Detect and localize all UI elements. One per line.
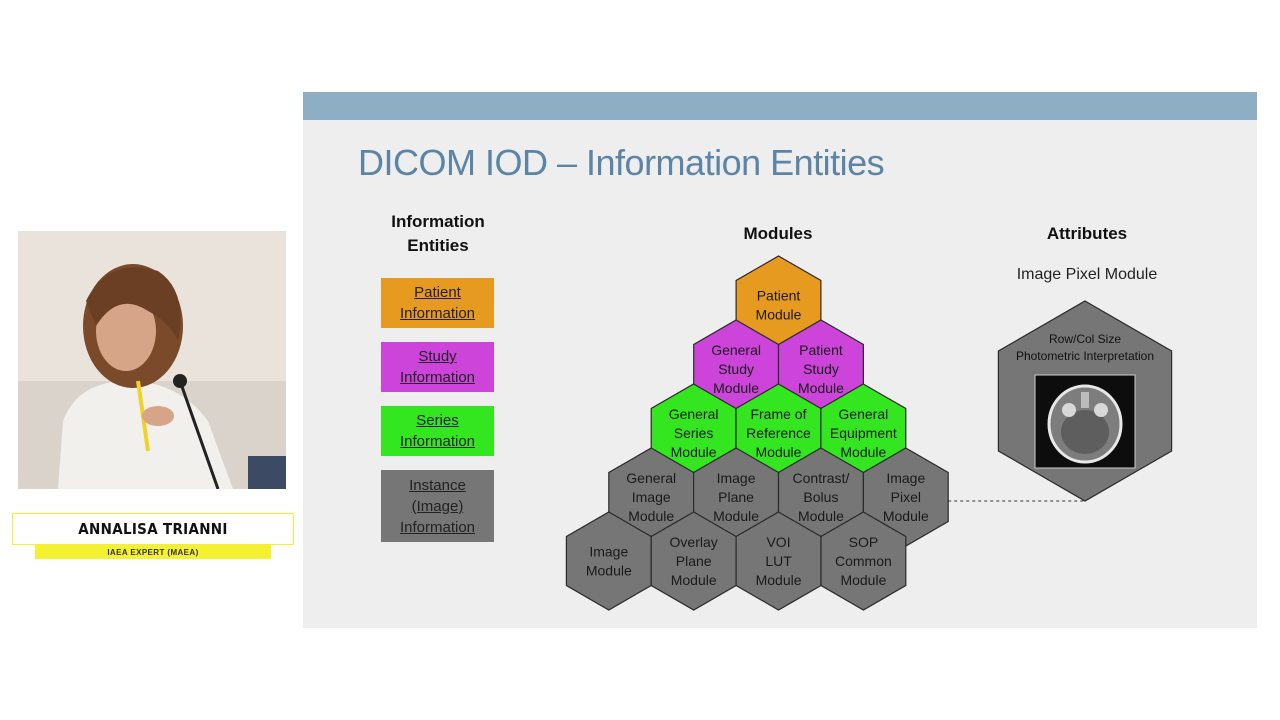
module-label: Patient [799,342,843,358]
slide-title: DICOM IOD – Information Entities [358,142,885,183]
speaker-video [18,231,286,489]
module-label: Module [756,572,802,588]
module-label: Module [798,508,844,524]
attributes-heading: Attributes [1046,224,1128,243]
speaker-role: IAEA EXPERT (MAEA) [107,547,199,557]
module-label: Module [840,444,886,460]
module-label: Module [798,380,844,396]
module-label: Image [717,470,756,486]
module-label: Plane [676,553,712,569]
module-label: Bolus [803,489,838,505]
entities-heading: Information Entities [391,212,485,255]
module-label: Module [713,508,759,524]
entity-patient-box: Patient Information [381,278,494,328]
module-label: Image [886,470,925,486]
module-label: Image [632,489,671,505]
module-hexagon: VOI LUT Module [735,511,822,611]
module-label: VOI [766,534,790,550]
module-label: Module [840,572,886,588]
module-label: Module [586,563,632,579]
speaker-image [18,231,286,489]
ct-scan-image [1034,374,1136,469]
module-label: Study [718,361,754,377]
entity-series-label: Series Information [399,412,476,450]
module-label: Equipment [830,425,897,441]
module-label: Patient [757,288,801,304]
module-label: SOP [849,534,879,550]
entity-patient-label: Patient Information [399,284,476,322]
module-label: Plane [718,489,754,505]
module-label: Pixel [891,489,921,505]
attributes-module-name: Image Pixel Module [1016,266,1158,283]
module-label: Module [756,307,802,323]
slide: DICOM IOD – Information Entities Informa… [303,92,1257,628]
entity-series-box: Series Information [381,406,494,456]
module-label: Study [803,361,839,377]
module-label: LUT [765,553,792,569]
module-label: Overlay [670,534,718,550]
entity-instance-label: Instance (Image) Information [399,476,476,536]
speaker-name-plate: ANNALISA TRIANNI [12,513,294,545]
module-label: Contrast/ [793,470,850,486]
entity-study-box: Study Information [381,342,494,392]
module-label: Series [674,425,714,441]
entity-study-label: Study Information [399,348,476,386]
module-label: Module [883,508,929,524]
speaker-role-plate: IAEA EXPERT (MAEA) [35,545,271,559]
module-label: Module [671,572,717,588]
module-label: General [626,470,676,486]
module-label: Module [713,380,759,396]
module-label: Frame of [750,406,806,422]
entity-instance-box: Instance (Image) Information [381,470,494,542]
module-hexagon-diagram: PatientModuleGeneralStudyModulePatientSt… [565,255,1173,611]
module-label: General [669,406,719,422]
attribute-label: Photometric Interpretation [1016,349,1154,363]
module-label: Common [835,553,892,569]
modules-heading: Modules [743,224,813,243]
speaker-name: ANNALISA TRIANNI [78,520,228,538]
module-label: Module [628,508,674,524]
module-label: Image [589,544,628,560]
module-label: General [838,406,888,422]
attribute-label: Row/Col Size [1049,332,1121,346]
slide-header-bar [303,92,1257,120]
module-label: General [711,342,761,358]
module-label: Module [671,444,717,460]
module-label: Module [756,444,802,460]
module-label: Reference [746,425,811,441]
